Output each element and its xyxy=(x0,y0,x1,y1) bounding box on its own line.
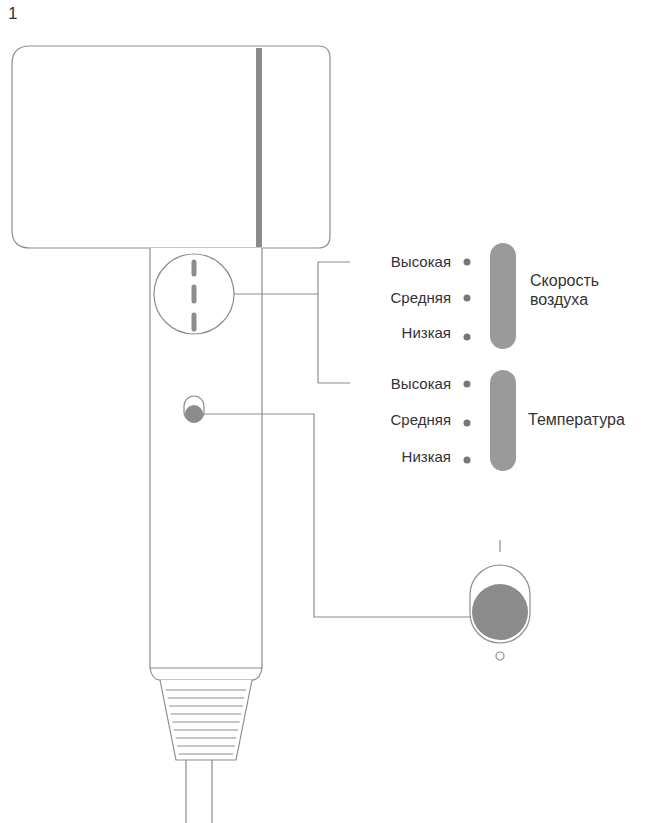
speed-level-label: Высокая xyxy=(391,253,451,271)
indicator-dashes xyxy=(192,262,197,329)
temperature-level-label: Высокая xyxy=(391,375,451,393)
temperature-level-label: Низкая xyxy=(402,448,451,466)
dryer-handle xyxy=(150,248,262,668)
leader-line xyxy=(204,414,470,617)
leader-bracket xyxy=(234,262,350,383)
power-cable xyxy=(186,760,212,823)
switch-outline xyxy=(470,565,530,643)
figure-number: 1 xyxy=(8,4,17,24)
switch-slot xyxy=(184,396,204,422)
handle-collar xyxy=(150,668,262,680)
speed-title: Скорость воздуха xyxy=(530,271,638,309)
dryer-head xyxy=(12,46,330,248)
temperature-bar xyxy=(490,370,516,471)
indicator-dots xyxy=(464,259,471,464)
control-circle xyxy=(154,254,234,334)
switch-knob-large xyxy=(472,584,528,640)
head-stripe xyxy=(256,48,262,247)
strain-relief-ribs xyxy=(166,690,246,754)
speed-level-label: Низкая xyxy=(402,324,451,342)
temperature-level-label: Средняя xyxy=(391,411,451,429)
speed-bar xyxy=(490,243,516,349)
switch-knob xyxy=(185,405,203,423)
switch-off-mark xyxy=(496,652,504,660)
switch-on-mark xyxy=(499,540,500,552)
temperature-title: Температура xyxy=(528,410,625,429)
speed-level-label: Средняя xyxy=(391,289,451,307)
cable-strain-relief xyxy=(160,680,252,760)
